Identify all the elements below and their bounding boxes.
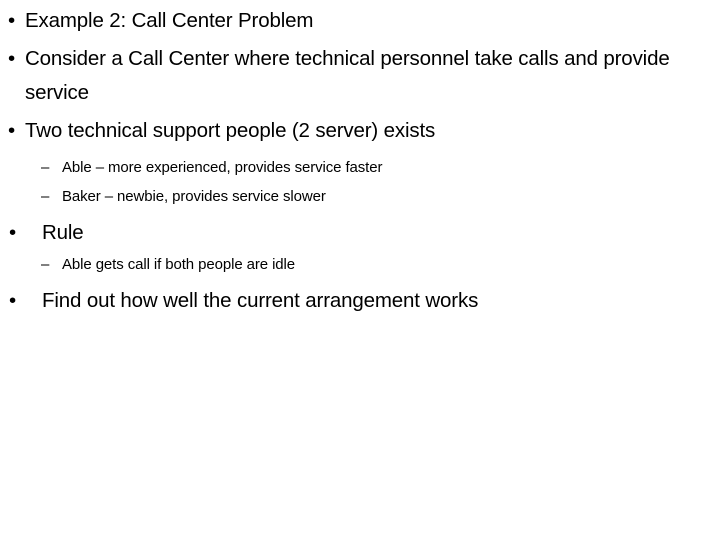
slide-body-placeholder: • Example 2: Call Center Problem • Consi… — [0, 4, 720, 318]
bullet-item-consider-call-center: • Consider a Call Center where technical… — [0, 42, 720, 110]
sub-bullet-item-able-gets-call: – Able gets call if both people are idle — [0, 250, 720, 279]
sub-bullet-item-able: – Able – more experienced, provides serv… — [0, 153, 720, 182]
bullet-item-find-out: • Find out how well the current arrangem… — [0, 284, 720, 318]
bullet-text: Example 2: Call Center Problem — [25, 9, 314, 32]
sub-bullet-text: Able – more experienced, provides servic… — [62, 159, 383, 176]
bullet-dot-icon: • — [9, 289, 17, 312]
dash-bullet-icon: – — [41, 256, 50, 273]
sub-bullet-item-baker: – Baker – newbie, provides service slowe… — [0, 182, 720, 211]
bullet-text: Two technical support people (2 server) … — [25, 119, 436, 142]
sub-bullet-text: Able gets call if both people are idle — [62, 256, 296, 273]
bullet-item-example-2: • Example 2: Call Center Problem — [0, 4, 720, 38]
sub-bullet-text: Baker – newbie, provides service slower — [62, 188, 326, 205]
bullet-dot-icon: • — [8, 9, 16, 32]
bullet-text: Consider a Call Center where technical p… — [25, 47, 670, 104]
dash-bullet-icon: – — [41, 188, 50, 205]
bullet-item-rule: • Rule — [0, 216, 720, 250]
bullet-dot-icon: • — [8, 119, 16, 142]
dash-bullet-icon: – — [41, 159, 50, 176]
bullet-item-two-technical-support: • Two technical support people (2 server… — [0, 114, 720, 148]
bullet-text: Rule — [42, 221, 84, 244]
bullet-text: Find out how well the current arrangemen… — [42, 289, 479, 312]
bullet-dot-icon: • — [9, 221, 17, 244]
bullet-dot-icon: • — [8, 47, 16, 70]
